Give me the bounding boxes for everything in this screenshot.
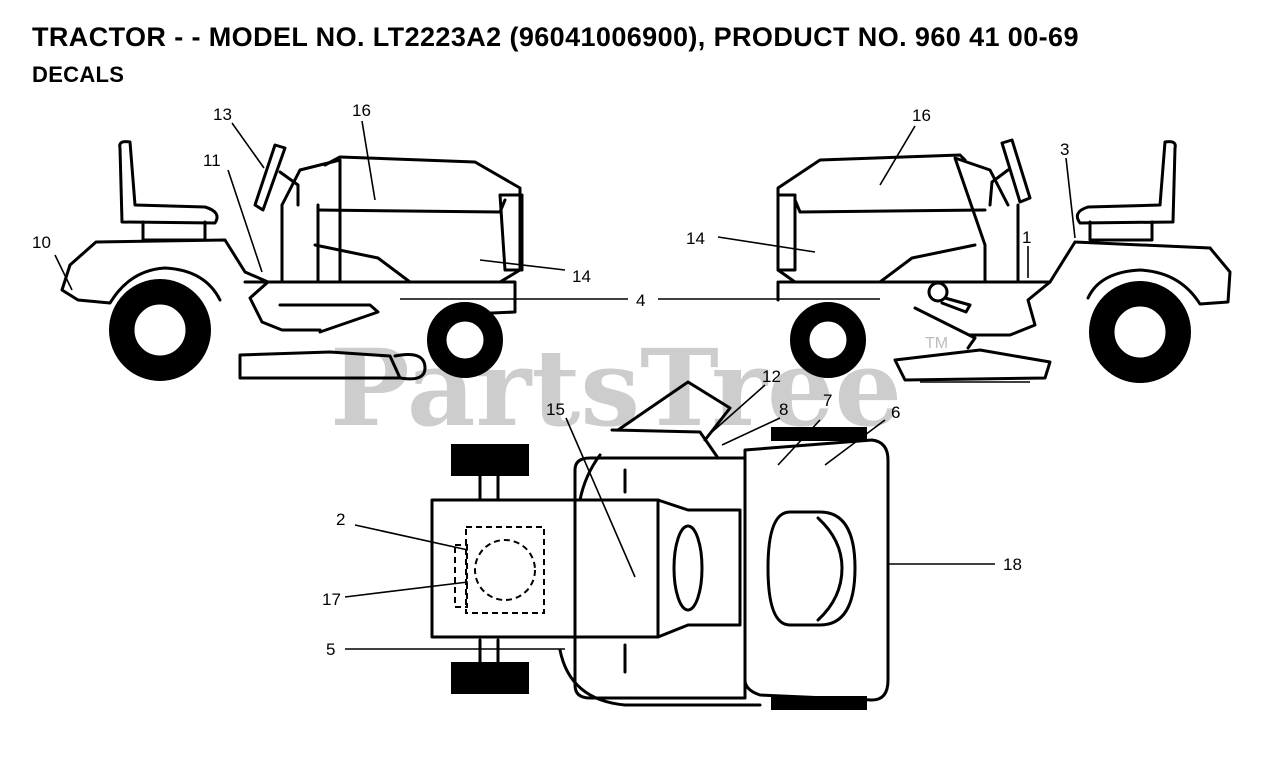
callout-7: 7 bbox=[823, 391, 832, 410]
callout-1: 1 bbox=[1022, 228, 1031, 247]
callout-14-right: 14 bbox=[686, 229, 705, 248]
chute-base-top bbox=[610, 428, 720, 460]
callout-15: 15 bbox=[546, 400, 565, 419]
decal-outline-2 bbox=[465, 526, 545, 614]
front-tire-bottom bbox=[451, 662, 529, 694]
hood-right bbox=[776, 153, 977, 284]
deck-top-outline-lower bbox=[558, 648, 762, 707]
page-title: TRACTOR - - MODEL NO. LT2223A2 (96041006… bbox=[32, 22, 1079, 52]
seat-support-left bbox=[141, 220, 207, 242]
seat-left bbox=[118, 140, 219, 225]
fuel-cap-right bbox=[927, 281, 949, 303]
callout-17: 17 bbox=[322, 590, 341, 609]
rear-hub-left bbox=[131, 301, 189, 359]
front-hub-right bbox=[806, 318, 850, 362]
rear-body-right bbox=[968, 240, 1212, 337]
dash-tower-left bbox=[280, 158, 342, 282]
seat-back-top bbox=[816, 516, 844, 622]
callout-18: 18 bbox=[1003, 555, 1022, 574]
steering-top bbox=[672, 524, 704, 612]
tractor-top-view bbox=[430, 380, 890, 710]
steering-wheel-left bbox=[253, 143, 287, 212]
front-tire-top bbox=[451, 444, 529, 476]
grille-right bbox=[776, 193, 797, 272]
rear-fender-lower-left bbox=[60, 263, 222, 305]
pedal-left bbox=[278, 303, 380, 334]
dash-tower-right bbox=[953, 156, 1010, 282]
callout-13: 13 bbox=[213, 105, 232, 124]
rear-tire-top bbox=[771, 427, 867, 441]
callout-3: 3 bbox=[1060, 140, 1069, 159]
decal-circle-17 bbox=[474, 539, 536, 601]
hood-line-right bbox=[793, 198, 987, 214]
callout-6: 6 bbox=[891, 403, 900, 422]
callouts: 10 11 13 16 14 4 16 14 1 3 12 15 8 7 6 2… bbox=[32, 101, 1069, 659]
fender-side-top bbox=[573, 456, 747, 700]
rear-hub-right bbox=[1111, 303, 1169, 361]
decal-outline-17 bbox=[454, 544, 468, 608]
steering-wheel-right bbox=[1000, 138, 1032, 204]
pedal-right bbox=[913, 306, 977, 350]
tractor-right-view bbox=[776, 138, 1232, 383]
lever-right bbox=[940, 296, 972, 314]
deck-top-outline-upper bbox=[578, 453, 602, 502]
seat-right bbox=[1075, 140, 1177, 225]
callout-8: 8 bbox=[779, 400, 788, 419]
callout-5: 5 bbox=[326, 640, 335, 659]
rear-tire-bottom bbox=[771, 696, 867, 710]
rear-fender-top bbox=[743, 438, 890, 702]
watermark-tm: TM bbox=[925, 335, 948, 352]
callout-10: 10 bbox=[32, 233, 51, 252]
frame-left bbox=[243, 280, 517, 316]
tractor-left-view bbox=[60, 140, 524, 381]
deck-left bbox=[238, 350, 402, 380]
seat-top bbox=[766, 510, 857, 627]
dash-top bbox=[656, 498, 742, 639]
callout-2: 2 bbox=[336, 510, 345, 529]
hood-line-left bbox=[316, 198, 507, 214]
chute-top bbox=[616, 380, 732, 442]
page-subtitle: DECALS bbox=[32, 62, 125, 87]
steering-column-left bbox=[278, 170, 300, 207]
callout-4: 4 bbox=[636, 291, 645, 310]
callout-12: 12 bbox=[762, 367, 781, 386]
hood-left bbox=[313, 155, 522, 284]
callout-14-left: 14 bbox=[572, 267, 591, 286]
seat-support-right bbox=[1088, 220, 1154, 242]
leader-lines bbox=[54, 120, 1076, 650]
callout-16-right: 16 bbox=[912, 106, 931, 125]
deck-right bbox=[893, 348, 1052, 382]
callout-11: 11 bbox=[203, 151, 221, 170]
deck-chute-left bbox=[393, 353, 427, 381]
grille-left bbox=[498, 193, 524, 272]
callout-16-left: 16 bbox=[352, 101, 371, 120]
front-hub-left bbox=[443, 318, 487, 362]
front-axle bbox=[478, 473, 500, 665]
rear-fender-right bbox=[1086, 246, 1232, 306]
steering-column-right bbox=[988, 168, 1010, 207]
hood-top bbox=[430, 498, 660, 639]
